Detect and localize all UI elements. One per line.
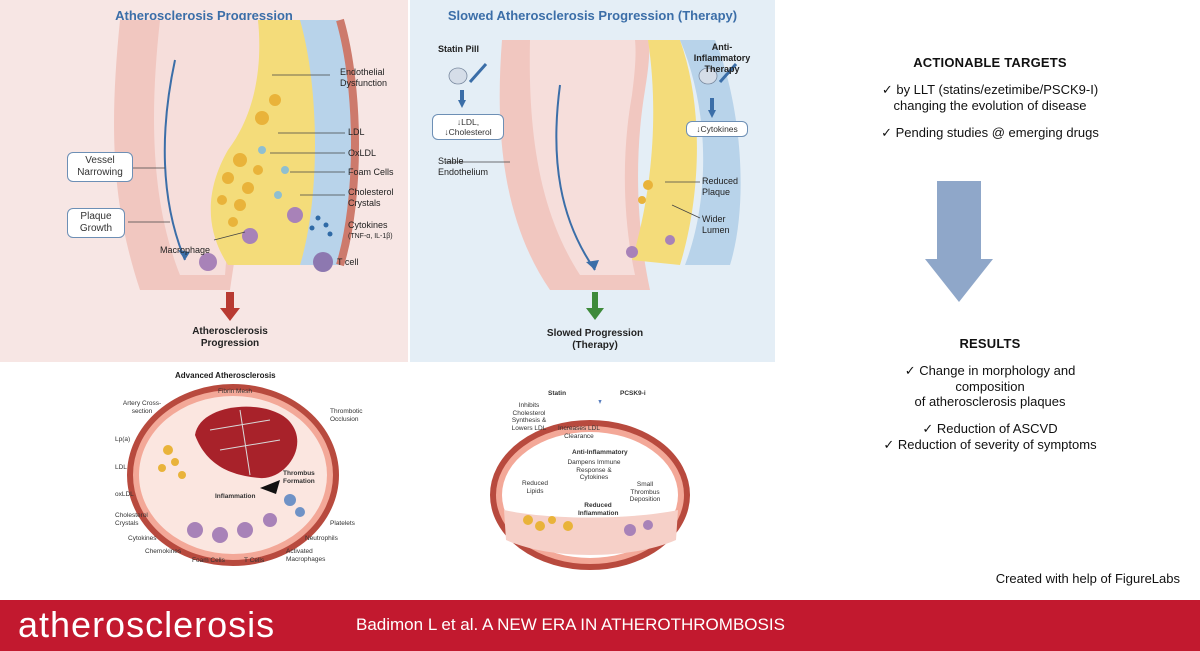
label-stable-endothelium: Stable Endothelium: [438, 156, 489, 177]
adv-label-chemokines: Chemokines: [145, 548, 182, 555]
ther-label-pcsk9: PCSK9-i: [620, 390, 646, 397]
actionable-heading: ACTIONABLE TARGETS: [913, 55, 1067, 70]
label-reduced-plaque: Reduced Plaque: [702, 176, 739, 197]
down-arrow-green-icon: [586, 292, 604, 320]
adv-label-ldl: LDL: [115, 464, 127, 471]
actionable-item-1-line-1: ✓ by LLT (statins/ezetimibe/PSCK9-I): [881, 82, 1099, 97]
adv-label-thrombus: Thrombus Formation: [283, 470, 315, 485]
label-anti-inflammatory: Anti-Inflammatory Therapy: [693, 42, 751, 74]
journal-logo: atherosclerosis: [18, 604, 276, 645]
plaque-growth-box: Plaque Growth: [67, 208, 125, 238]
progression-caption: Atherosclerosis Progression: [192, 326, 268, 349]
ldl-cholesterol-box: ↓LDL, ↓Cholesterol: [432, 114, 504, 140]
results-heading: RESULTS: [959, 336, 1021, 351]
adv-label-lpa: Lp(a): [115, 436, 131, 443]
cytokines-box: ↓Cytokines: [686, 121, 748, 137]
adv-label-foam-cells: Foam Cells: [192, 557, 225, 564]
adv-label-platelets: Platelets: [330, 520, 355, 527]
adv-label-cytokines: Cytokines: [128, 535, 157, 542]
ther-label-dampens: Dampens Immune Response & Cytokines: [567, 459, 621, 481]
vessel-illustration: [114, 18, 359, 290]
therapy-caption: Slowed Progression (Therapy): [546, 328, 644, 351]
ther-label-anti: Anti-Inflammatory: [572, 449, 628, 456]
ther-label-inhibits: Inhibits Cholesterol Synthesis & Lowers …: [511, 402, 547, 432]
progression-panel: Atherosclerosis Progression Endothelial …: [0, 0, 408, 362]
adv-label-cholesterol-crystals: Cholesterol Crystals: [115, 512, 148, 527]
label-foam-cells: Foam Cells: [348, 167, 394, 177]
therapy-panel: Slowed Atherosclerosis Progression (Ther…: [410, 0, 775, 362]
label-wider-lumen: Wider Lumen: [702, 214, 730, 235]
ther-label-small-thrombus: Small Thrombus Deposition: [629, 481, 661, 503]
results-block: RESULTS ✓ Change in morphology and compo…: [790, 336, 1190, 453]
results-item-2: ✓ Reduction of ASCVD: [922, 421, 1058, 436]
results-item-1-line-3: of atherosclerosis plaques: [914, 394, 1066, 409]
actionable-item-2: ✓ Pending studies @ emerging drugs: [881, 125, 1099, 140]
adv-label-artery: Artery Cross-section: [122, 400, 162, 415]
adv-label-inflammation: Inflammation: [215, 493, 256, 500]
down-arrow-gray-icon: [925, 181, 993, 302]
results-item-3: ✓ Reduction of severity of symptoms: [883, 437, 1097, 452]
reference-text: Badimon L et al. A NEW ERA IN ATHEROTHRO…: [356, 615, 785, 634]
label-tcell: T cell: [337, 257, 359, 267]
label-endothelial-dysfunction: Endothelial Dysfunction: [340, 67, 388, 88]
therapy-title: Slowed Atherosclerosis Progression (Ther…: [447, 8, 738, 23]
adv-label-neutrophils: Neutrophils: [305, 535, 338, 542]
label-macrophage: Macrophage: [160, 245, 211, 255]
label-cytokines-sub: (TNF-α, IL-1β): [348, 233, 393, 240]
progression-title: Atherosclerosis Progression: [115, 8, 293, 23]
results-item-1-line-1: ✓ Change in morphology and: [904, 363, 1076, 378]
credit-text: Created with help of FigureLabs: [995, 571, 1180, 586]
label-cholesterol-crystals: Cholesterol Crystals: [348, 187, 394, 208]
actionable-item-1-line-2: changing the evolution of disease: [893, 98, 1087, 113]
adv-label-t-cells: T Cells: [244, 557, 265, 564]
down-arrow-red-icon: [220, 292, 240, 321]
adv-label-fibrin: Fibrin Mesh: [218, 388, 252, 395]
advanced-cross-section: [127, 384, 339, 566]
adv-label-oxldl: oxLDL: [115, 491, 134, 498]
ther-label-increases: Increases LDL Clearance: [558, 425, 600, 440]
ther-label-statin: Statin: [548, 390, 567, 397]
therapy-cross-section: [490, 400, 690, 570]
footer-bar: atherosclerosis Badimon L et al. A NEW E…: [0, 600, 1200, 651]
adv-label-thrombotic: Thrombotic Occlusion: [330, 408, 363, 423]
ther-label-reduced-lipids: Reduced Lipids: [521, 480, 549, 495]
label-statin-pill: Statin Pill: [438, 44, 480, 54]
therapy-vessel-illustration: [445, 40, 741, 290]
advanced-title: Advanced Atherosclerosis: [175, 371, 276, 380]
results-item-1-line-2: composition: [955, 379, 1025, 394]
ther-label-reduced-inflammation: Reduced Inflammation: [578, 502, 619, 517]
vessel-narrowing-box: Vessel Narrowing: [67, 152, 133, 182]
actionable-targets-block: ACTIONABLE TARGETS ✓ by LLT (statins/eze…: [790, 55, 1190, 141]
adv-label-activated-macrophages: Activated Macrophages: [286, 548, 326, 563]
label-ldl: LDL: [348, 127, 365, 137]
label-cytokines: Cytokines: [348, 220, 388, 230]
label-oxldl: OxLDL: [348, 148, 377, 158]
